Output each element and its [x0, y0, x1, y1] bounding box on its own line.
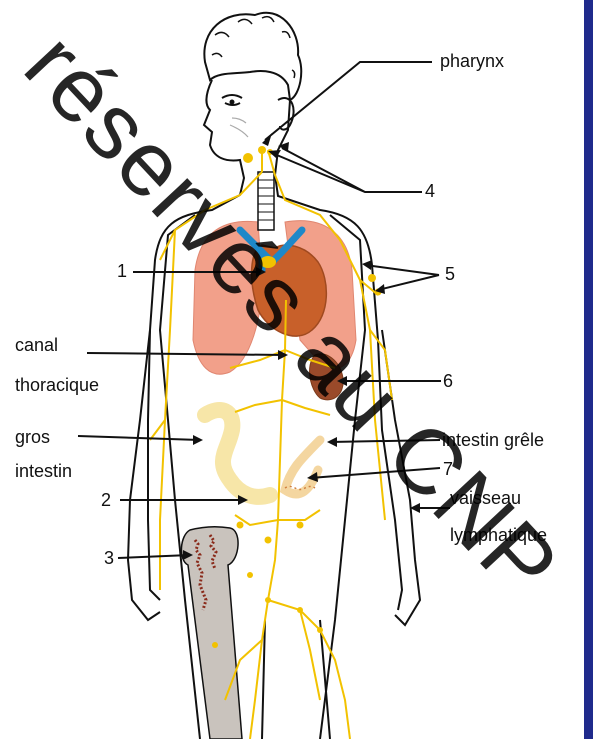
label-canal: canal [15, 336, 58, 354]
hair [204, 13, 301, 100]
label-3: 3 [104, 549, 114, 567]
trachea [258, 172, 274, 230]
label-intestin: intestin [15, 462, 72, 480]
label-7: 7 [443, 460, 453, 478]
label-lymphatique: lymphatique [450, 526, 547, 544]
arm-left [128, 330, 160, 620]
label-pharynx: pharynx [440, 52, 504, 70]
ear [278, 98, 294, 130]
large-intestine [205, 410, 270, 497]
label-5: 5 [445, 265, 455, 283]
label-1: 1 [117, 262, 127, 280]
label-thoracique: thoracique [15, 376, 99, 394]
label-2: 2 [101, 491, 111, 509]
right-border [584, 0, 593, 739]
lymph-network [150, 150, 392, 739]
label-intestin-grele: intestin grêle [442, 431, 544, 449]
thymus [260, 256, 276, 268]
label-gros: gros [15, 428, 50, 446]
label-4: 4 [425, 182, 435, 200]
label-6: 6 [443, 372, 453, 390]
label-vaisseau: vaisseau [450, 489, 521, 507]
